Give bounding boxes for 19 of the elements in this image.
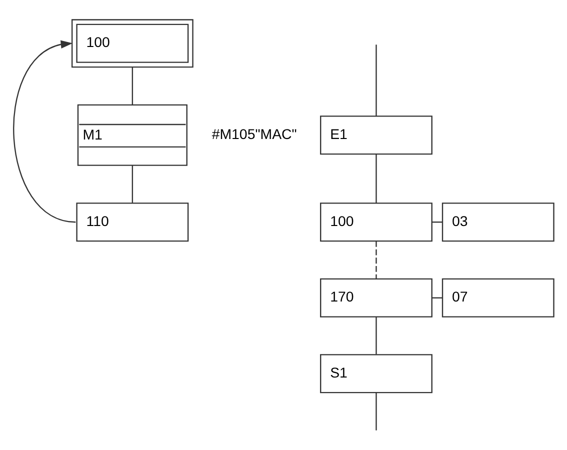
connector — [376, 316, 377, 354]
connector — [376, 392, 377, 430]
node-box: 170 — [320, 278, 432, 317]
node-label: #M105"MAC" — [212, 126, 297, 142]
connector — [432, 296, 442, 298]
node-box: 110 — [76, 202, 189, 242]
connector — [132, 66, 134, 104]
node-box: 100 — [320, 202, 432, 242]
connector — [376, 240, 377, 278]
connector — [376, 154, 377, 203]
arrow — [13, 40, 76, 222]
node-box: 03 — [442, 202, 554, 242]
connector — [376, 44, 377, 116]
connector — [132, 164, 134, 202]
node-box: 07 — [442, 278, 554, 317]
node-box: S1 — [320, 354, 432, 393]
node-box: 100 — [71, 18, 194, 68]
connector — [432, 221, 442, 222]
node-box: E1 — [320, 115, 432, 154]
